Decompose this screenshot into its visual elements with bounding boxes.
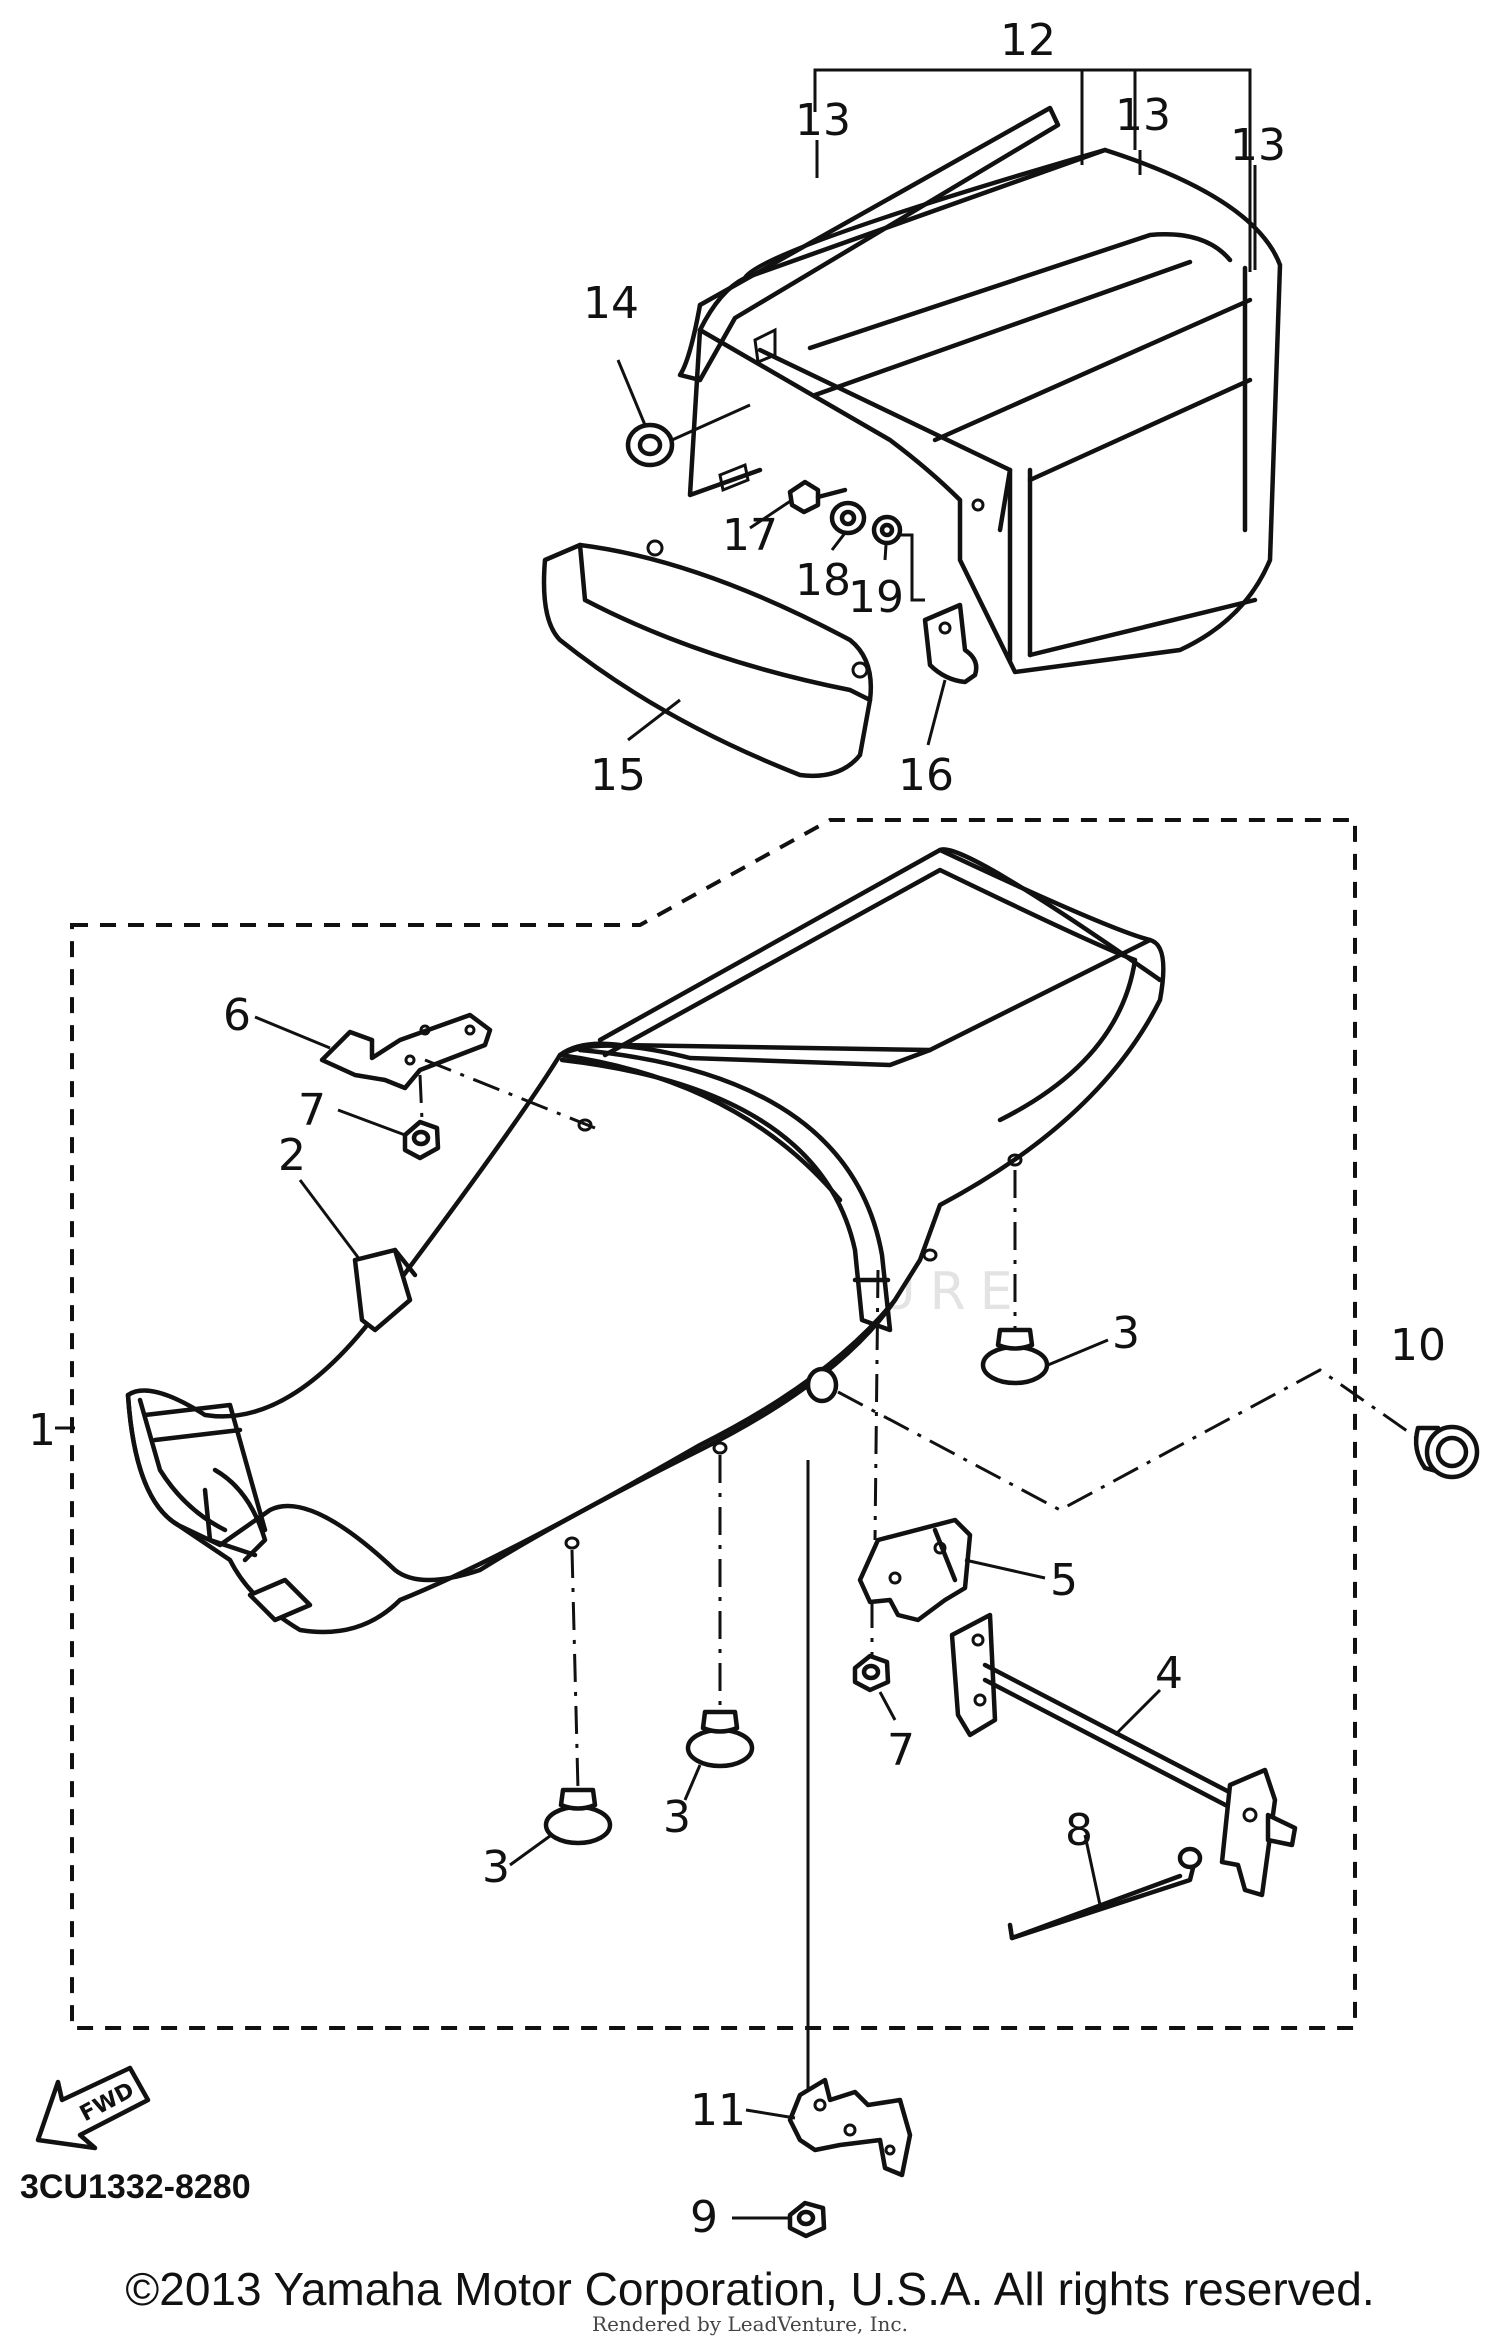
bracket-6 — [319, 1012, 493, 1091]
nut-9 — [787, 2200, 827, 2239]
callout-11: 11 — [690, 2085, 746, 2136]
callout-4: 4 — [1155, 1648, 1183, 1699]
callout-16: 16 — [898, 750, 954, 801]
bracket-16 — [922, 602, 979, 685]
nut-7-upper — [402, 1119, 441, 1161]
part-code: 3CU1332-8280 — [20, 2168, 251, 2206]
callout-8: 8 — [1065, 1805, 1093, 1856]
seat-assembly-boundary — [70, 818, 1357, 2030]
callout-13b: 13 — [1115, 90, 1171, 141]
damper-3-middle — [685, 1709, 755, 1769]
callout-3c: 3 — [482, 1842, 510, 1893]
nut-7-lower — [852, 1653, 891, 1693]
callout-numbers: 1 2 3 3 3 3 4 5 6 7 7 8 9 10 11 12 13 13… — [28, 15, 1446, 2243]
washer-18 — [829, 500, 867, 536]
cap-10 — [1413, 1424, 1480, 1480]
damper-3-right — [980, 1327, 1050, 1386]
callout-1: 1 — [28, 1405, 56, 1456]
callout-15: 15 — [590, 750, 646, 801]
callout-5: 5 — [1050, 1555, 1078, 1606]
callout-9: 9 — [690, 2192, 718, 2243]
rear-grab-pad-15 — [541, 539, 873, 778]
callout-12: 12 — [1000, 15, 1056, 66]
bracket-5 — [857, 1517, 973, 1623]
hinge-11 — [787, 2077, 913, 2178]
copyright-notice: ©2013 Yamaha Motor Corporation, U.S.A. A… — [125, 2263, 1375, 2315]
callout-2: 2 — [278, 1130, 306, 1181]
callout-13a: 13 — [795, 95, 851, 146]
callout-10: 10 — [1390, 1320, 1446, 1371]
fwd-arrow-icon: FWD — [35, 2065, 151, 2151]
callout-3: 3 — [1112, 1308, 1140, 1359]
rendered-by-note: Rendered by LeadVenture, Inc. — [592, 2312, 908, 2336]
callout-7: 7 — [298, 1085, 326, 1136]
washer-19 — [871, 514, 903, 546]
bolt-17 — [787, 479, 848, 515]
front-hook-2 — [352, 1247, 418, 1333]
grommet-14 — [625, 422, 675, 468]
callout-6: 6 — [223, 990, 251, 1041]
rear-seat-cowl — [677, 105, 1283, 675]
seat-lock-4 — [949, 1612, 1298, 1898]
callout-13c: 13 — [1230, 120, 1286, 171]
callout-3b: 3 — [663, 1792, 691, 1843]
cable-8 — [1007, 1846, 1203, 1941]
main-seat-1 — [125, 847, 1166, 1635]
callout-19: 19 — [848, 572, 904, 623]
callout-7b: 7 — [887, 1725, 915, 1776]
damper-3-left — [543, 1787, 613, 1846]
callout-17: 17 — [722, 510, 778, 561]
callout-18: 18 — [795, 555, 851, 606]
callout-14: 14 — [583, 278, 639, 329]
leader-lines — [55, 68, 1421, 2220]
